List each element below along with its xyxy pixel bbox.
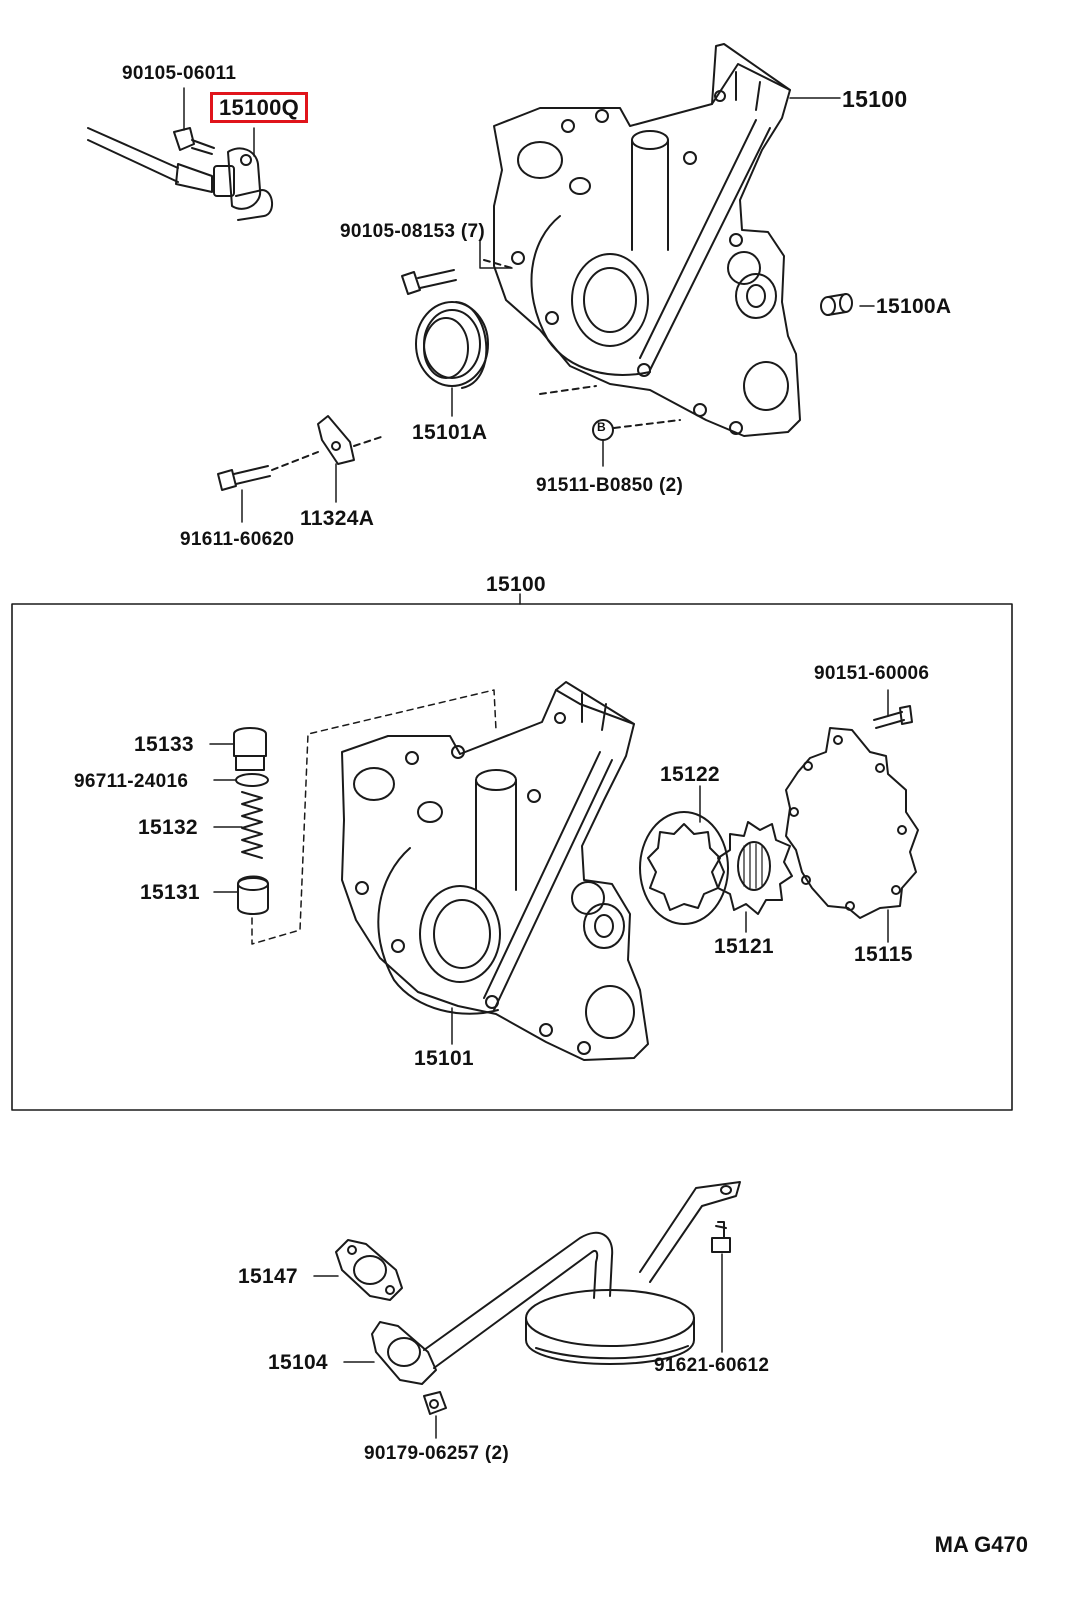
front-cover-top[interactable] <box>493 43 801 437</box>
label-bracket-bolt[interactable]: 91611-60620 <box>180 529 295 550</box>
strainer-nut[interactable] <box>423 1391 447 1415</box>
bracket-bolt[interactable] <box>217 451 319 491</box>
label-pump-cover-plate[interactable]: 15115 <box>854 943 913 966</box>
label-dowel-pin[interactable]: 91511-B0850 (2) <box>536 476 683 495</box>
label-outer-rotor[interactable]: 15122 <box>660 763 720 786</box>
label-relief-valve-gasket[interactable]: 96711-24016 <box>74 771 189 792</box>
leader-lines-middle <box>209 689 889 1045</box>
strainer-bolt[interactable] <box>711 1221 731 1253</box>
label-bracket[interactable]: 11324A <box>300 507 375 530</box>
strainer-nut-number: 90179-06257 <box>364 1443 480 1464</box>
relief-valve-plug[interactable] <box>233 727 267 771</box>
label-cover-plate-screw[interactable]: 90151-60006 <box>814 663 930 684</box>
cover-bolt-number: 90105-08153 <box>340 221 456 242</box>
figure-code: MA G470 <box>934 1532 1028 1557</box>
relief-valve[interactable] <box>237 689 497 945</box>
leader-lines-bottom <box>313 1253 723 1439</box>
label-sensor-highlighted[interactable]: 15100Q <box>210 92 309 123</box>
label-pump-assembly[interactable]: 15100 <box>486 573 546 596</box>
leader-lines-top <box>183 87 875 523</box>
cover-bolt-qty: (7) <box>460 221 486 242</box>
label-inner-rotor[interactable]: 15121 <box>714 935 774 958</box>
relief-valve-gasket[interactable] <box>235 773 269 787</box>
outer-rotor[interactable] <box>639 811 729 925</box>
relief-valve-spring[interactable] <box>241 791 263 859</box>
oil-seal[interactable] <box>415 301 489 389</box>
dowel-pin-number: 91511-B0850 <box>536 475 654 496</box>
label-bolt-sensor[interactable]: 90105-06011 <box>122 63 237 84</box>
bracket[interactable] <box>317 415 385 465</box>
pump-cover-plate[interactable] <box>785 727 919 919</box>
cover-plate-screw[interactable] <box>873 705 913 729</box>
pump-body[interactable] <box>341 681 649 1061</box>
strainer-nut-qty: (2) <box>484 1443 510 1464</box>
pin-symbol: B <box>597 420 606 434</box>
cover-bolt[interactable] <box>401 259 513 295</box>
inner-rotor[interactable] <box>717 821 793 915</box>
label-relief-valve[interactable]: 15131 <box>140 881 200 904</box>
label-oil-strainer[interactable]: 15104 <box>268 1351 328 1374</box>
sensor-part[interactable] <box>87 127 273 221</box>
oil-strainer[interactable] <box>371 1181 741 1385</box>
label-strainer-nut[interactable]: 90179-06257 (2) <box>364 1444 509 1463</box>
label-strainer-bolt[interactable]: 91621-60612 <box>654 1355 770 1376</box>
strainer-gasket[interactable] <box>335 1239 403 1301</box>
label-pump-body[interactable]: 15101 <box>414 1047 474 1070</box>
label-front-cover[interactable]: 15100 <box>842 86 908 112</box>
sensor-bolt[interactable] <box>173 127 215 155</box>
assembly-box <box>11 593 1013 1111</box>
label-cover-bolt[interactable]: 90105-08153 (7) <box>340 222 485 241</box>
cover-plug[interactable] <box>820 293 853 316</box>
label-relief-valve-plug[interactable]: 15133 <box>134 733 194 756</box>
label-cover-plug[interactable]: 15100A <box>876 295 952 318</box>
label-strainer-gasket[interactable]: 15147 <box>238 1265 298 1288</box>
label-relief-valve-spring[interactable]: 15132 <box>138 816 198 839</box>
label-oil-seal[interactable]: 15101A <box>412 421 488 444</box>
dowel-pin-qty: (2) <box>659 475 684 496</box>
